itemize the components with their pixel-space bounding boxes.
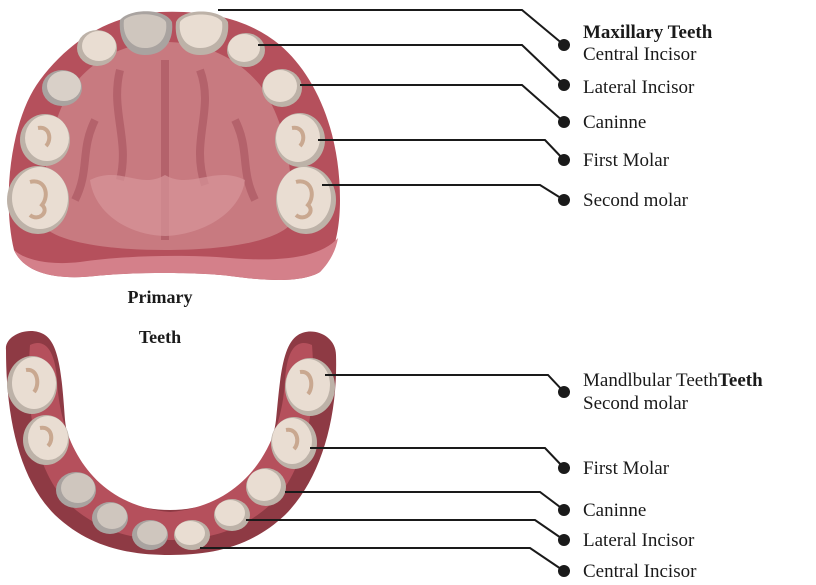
leader-dot-upper-3 xyxy=(558,116,570,128)
mandibular-heading-prefix: Mandlbular Teeth xyxy=(583,370,718,391)
leader-central-incisor-lower xyxy=(200,548,564,571)
leader-second-molar-lower xyxy=(325,375,564,392)
mandibular-label-second-molar: Second molar xyxy=(583,393,688,415)
lower-tooth-left-first-molar xyxy=(23,415,69,465)
maxillary-label-lateral-incisor: Lateral Incisor xyxy=(583,77,694,99)
maxillary-label-central-incisor: Central Incisor xyxy=(583,44,696,66)
lower-tooth-left-central xyxy=(132,520,168,550)
leader-dot-lower-3 xyxy=(558,504,570,516)
leader-dot-upper-1 xyxy=(558,39,570,51)
upper-tooth-left-canine xyxy=(42,70,82,106)
leader-dot-lower-2 xyxy=(558,462,570,474)
center-label-primary: Primary xyxy=(100,287,220,308)
lower-tooth-left-lateral xyxy=(92,502,128,534)
mandibular-arch xyxy=(6,331,336,555)
upper-tooth-left-first-molar xyxy=(20,114,70,166)
upper-tooth-right-first-molar xyxy=(275,113,325,167)
maxillary-label-second-molar: Second molar xyxy=(583,190,688,212)
upper-tooth-right-lateral xyxy=(227,33,265,67)
upper-tooth-right-second-molar xyxy=(276,166,336,234)
leader-dot-lower-5 xyxy=(558,565,570,577)
maxillary-label-first-molar: First Molar xyxy=(583,150,669,172)
leader-dot-upper-2 xyxy=(558,79,570,91)
lower-tooth-right-canine xyxy=(246,468,286,506)
leader-first-molar-upper xyxy=(318,140,564,160)
maxillary-arch xyxy=(7,11,340,280)
leader-dot-lower-4 xyxy=(558,534,570,546)
leader-canine-lower xyxy=(285,492,564,510)
maxillary-label-canine: Caninne xyxy=(583,112,646,134)
mandibular-label-central-incisor: Central Incisor xyxy=(583,561,696,583)
lower-tooth-right-second-molar xyxy=(285,358,335,416)
maxillary-heading: Maxillary Teeth xyxy=(583,22,712,44)
maxillary-heading-text: Maxillary Teeth xyxy=(583,22,712,43)
lower-tooth-left-second-molar xyxy=(7,356,57,414)
leader-dot-lower-1 xyxy=(558,386,570,398)
upper-tooth-left-second-molar xyxy=(7,166,69,234)
lower-tooth-right-central xyxy=(174,520,210,550)
leader-lateral-incisor-lower xyxy=(246,520,564,540)
mandibular-label-lateral-incisor: Lateral Incisor xyxy=(583,530,694,552)
mandibular-label-first-molar: First Molar xyxy=(583,458,669,480)
leader-dot-upper-5 xyxy=(558,194,570,206)
lower-tooth-left-canine xyxy=(56,472,96,508)
leader-second-molar-upper xyxy=(322,185,564,200)
mandibular-label-canine: Caninne xyxy=(583,500,646,522)
center-label-teeth: Teeth xyxy=(100,327,220,348)
lower-tooth-right-lateral xyxy=(214,499,250,531)
leader-dot-upper-4 xyxy=(558,154,570,166)
upper-tooth-right-canine xyxy=(262,69,302,107)
leader-canine-upper xyxy=(300,85,564,122)
mandibular-heading-bold: Teeth xyxy=(718,370,763,391)
mandibular-heading: Mandlbular TeethTeeth xyxy=(583,370,763,392)
lower-tooth-right-first-molar xyxy=(271,417,317,469)
leader-first-molar-lower xyxy=(310,448,564,468)
upper-tooth-left-lateral xyxy=(77,30,117,66)
